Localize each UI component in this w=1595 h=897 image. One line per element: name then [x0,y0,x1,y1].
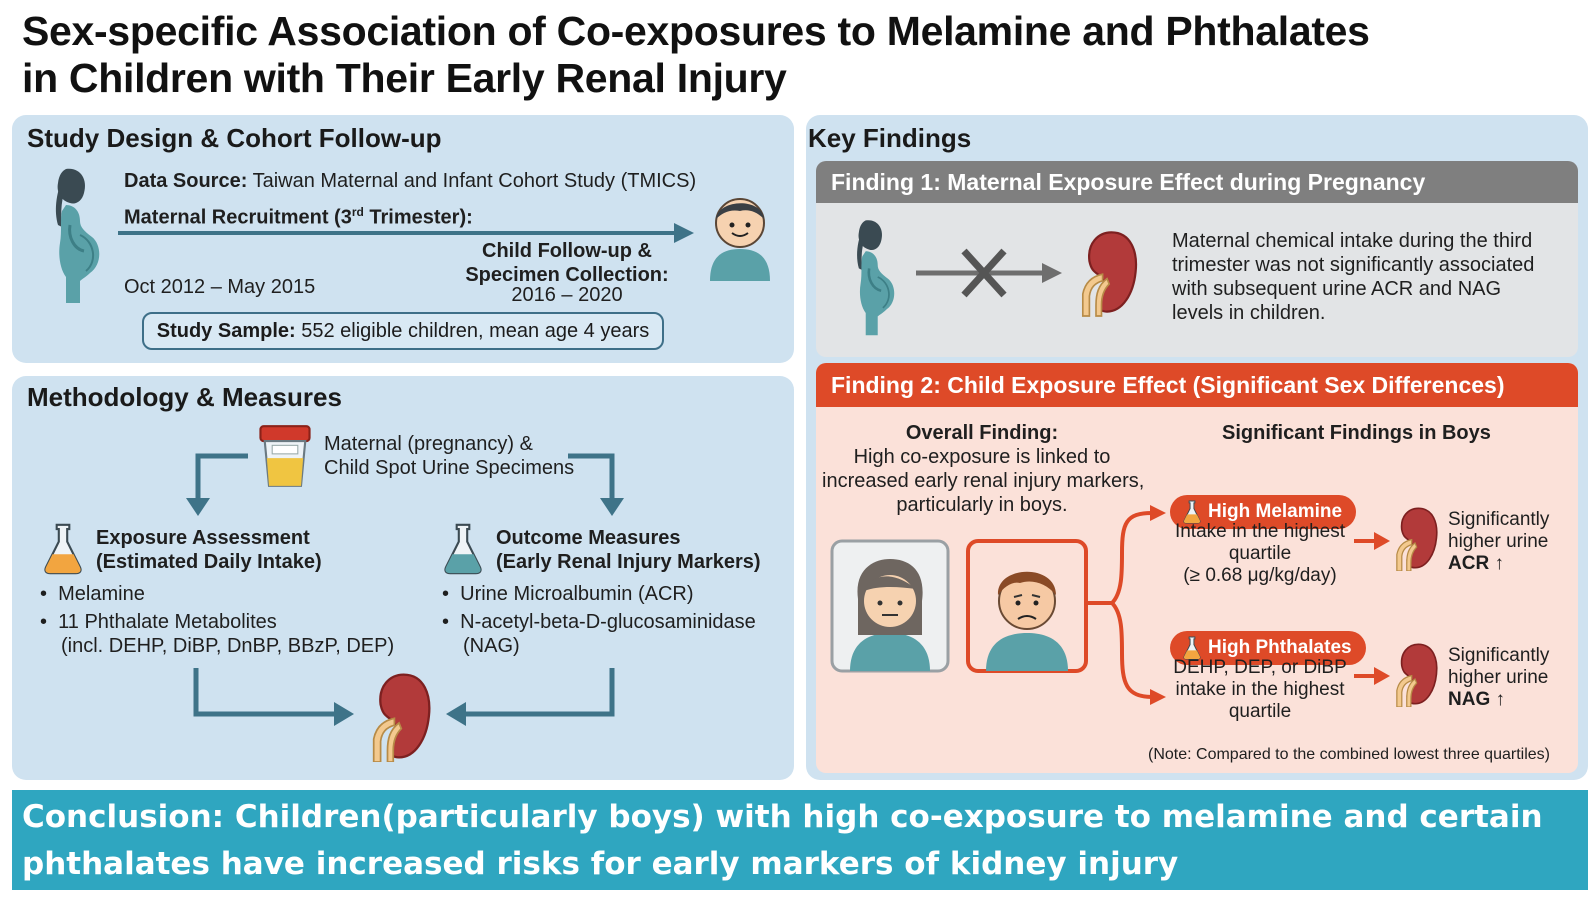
finding-2-box: Finding 2: Child Exposure Effect (Signif… [816,363,1578,773]
melamine-criteria-line-1: Intake in the highest [1174,521,1346,542]
specimen-line-2: Child Spot Urine Specimens [324,457,575,479]
exposure-item-2: • 11 Phthalate Metabolites [40,611,277,633]
title-line-2: in Children with Their Early Renal Injur… [22,55,787,101]
phthalate-criteria-line-2: intake in the highest [1175,679,1345,700]
pregnant-woman-icon [36,165,106,305]
overall-finding-line-2: increased early renal injury markers, [822,470,1145,492]
high-melamine-badge: High Melamine [1170,495,1357,529]
finding-1-line-4: levels in children. [1172,302,1326,324]
girl-avatar-icon [830,539,950,673]
exposure-title-line-2: (Estimated Daily Intake) [96,551,322,573]
finding-1-line-2: trimester was not significantly associat… [1172,254,1535,276]
finding-2-branch-arrows [1088,505,1390,705]
methodology-flow-arrows [186,453,624,726]
outcome-title-line-1: Outcome Measures [496,527,681,549]
conclusion-line-1: Conclusion: Children(particularly boys) … [22,799,1543,835]
conclusion-banner: Conclusion: Children(particularly boys) … [12,790,1588,890]
melamine-result-line-2: higher urine [1448,531,1549,552]
followup-label: Child Follow-up & Specimen Collection: [452,239,682,287]
specimen-label: Maternal (pregnancy) & Child Spot Urine … [324,432,574,480]
phthalate-result: Significantly higher urine NAG ↑ [1448,645,1549,711]
methodology-panel: Methodology & Measures Maternal (pregnan… [12,376,794,780]
finding-1-line-1: Maternal chemical intake during the thir… [1172,230,1533,252]
no-effect-arrow [916,248,1062,298]
data-source-label: Data Source: [124,170,248,192]
overall-finding-line-3: particularly in boys. [896,494,1068,516]
key-findings-panel: Key Findings Finding 1: Maternal Exposur… [806,115,1588,780]
phthalate-result-line-2: higher urine [1448,667,1549,688]
high-phthalates-badge: High Phthalates [1170,631,1366,665]
study-sample-value: 552 eligible children, mean age 4 years [301,320,650,342]
outcome-flask-icon [442,522,484,576]
melamine-result-marker: ACR ↑ [1448,553,1504,574]
title-line-1: Sex-specific Association of Co-exposures… [22,8,1370,54]
boys-findings-title: Significant Findings in Boys [1222,422,1491,444]
key-findings-heading: Key Findings [808,123,972,153]
high-melamine-label: High Melamine [1208,501,1343,522]
melamine-criteria-line-2: quartile [1228,543,1292,564]
page-title: Sex-specific Association of Co-exposures… [22,8,1582,102]
melamine-criteria: Intake in the highest quartile (≥ 0.68 μ… [1150,521,1370,587]
timeline-arrow [118,223,694,243]
specimen-line-1: Maternal (pregnancy) & [324,433,533,455]
child-icon [710,198,770,281]
study-sample-label: Study Sample: [156,320,296,342]
finding-1-line-3: with subsequent urine ACR and NAG [1172,278,1502,300]
phthalate-criteria-line-3: quartile [1228,701,1292,722]
melamine-result: Significantly higher urine ACR ↑ [1448,509,1549,575]
recruitment-label-end: Trimester): [363,206,473,229]
finding-2-header: Finding 2: Child Exposure Effect (Signif… [816,363,1578,407]
kidney-icon [1074,227,1140,317]
outcome-item-1: • Urine Microalbumin (ACR) [442,583,694,605]
recruitment-period: Oct 2012 – May 2015 [124,276,316,298]
finding-1-text: Maternal chemical intake during the thir… [1172,229,1534,325]
outcome-item-2: • N-acetyl-beta-D-glucosaminidase [442,611,756,633]
followup-line-1: Child Follow-up & [482,240,652,262]
recruitment-label: Maternal Recruitment (3rd Trimester): [124,200,473,230]
overall-finding-text: High co-exposure is linked to increased … [822,445,1145,517]
exposure-flask-icon [42,522,84,576]
followup-line-2: Specimen Collection: [465,264,669,286]
recruitment-label-sup: rd [351,205,364,219]
finding-1-box: Finding 1: Maternal Exposure Effect duri… [816,161,1578,357]
boy-avatar-icon [966,539,1088,673]
outcome-item-2-text: N-acetyl-beta-D-glucosaminidase [460,611,756,633]
exposure-item-2-detail: (incl. DEHP, DiBP, DnBP, BBzP, DEP) [61,635,395,657]
comparison-note: (Note: Compared to the combined lowest t… [1148,746,1550,763]
outcome-item-2-detail: (NAG) [463,635,520,657]
kidney-icon [1390,641,1440,707]
phthalate-result-line-1: Significantly [1448,645,1550,666]
followup-period: 2016 – 2020 [511,284,623,306]
melamine-result-line-1: Significantly [1448,509,1550,530]
study-sample-box: Study Sample: 552 eligible children, mea… [142,312,664,350]
exposure-item-2-text: 11 Phthalate Metabolites [58,611,277,633]
data-source-value: Taiwan Maternal and Infant Cohort Study … [252,170,697,192]
methodology-heading: Methodology & Measures [27,382,342,412]
exposure-title-line-1: Exposure Assessment [96,527,310,549]
outcome-item-1-text: Urine Microalbumin (ACR) [460,583,694,605]
study-design-panel: Study Design & Cohort Follow-up Data Sou… [12,115,794,363]
kidney-icon [364,670,434,762]
pregnant-woman-icon [840,215,900,339]
phthalate-criteria: DEHP, DEP, or DiBP intake in the highest… [1150,657,1370,723]
exposure-title: Exposure Assessment (Estimated Daily Int… [96,526,322,574]
outcome-title-line-2: (Early Renal Injury Markers) [496,551,761,573]
overall-finding-line-1: High co-exposure is linked to [853,446,1111,468]
exposure-item-1: • Melamine [40,583,145,605]
study-design-heading: Study Design & Cohort Follow-up [27,123,442,153]
high-phthalates-label: High Phthalates [1208,637,1352,658]
outcome-title: Outcome Measures (Early Renal Injury Mar… [496,526,761,574]
exposure-item-1-text: Melamine [58,583,145,605]
recruitment-label-main: Maternal Recruitment (3 [124,206,352,229]
overall-finding-title: Overall Finding: [905,422,1059,444]
conclusion-line-2: phthalates have increased risks for earl… [22,846,1179,882]
melamine-criteria-line-3: (≥ 0.68 μg/kg/day) [1183,565,1337,586]
kidney-icon [1390,505,1440,571]
phthalate-criteria-line-1: DEHP, DEP, or DiBP [1173,657,1347,678]
data-source: Data Source: Taiwan Maternal and Infant … [124,169,696,193]
finding-1-header: Finding 1: Maternal Exposure Effect duri… [816,161,1578,203]
phthalate-result-marker: NAG ↑ [1448,689,1505,710]
